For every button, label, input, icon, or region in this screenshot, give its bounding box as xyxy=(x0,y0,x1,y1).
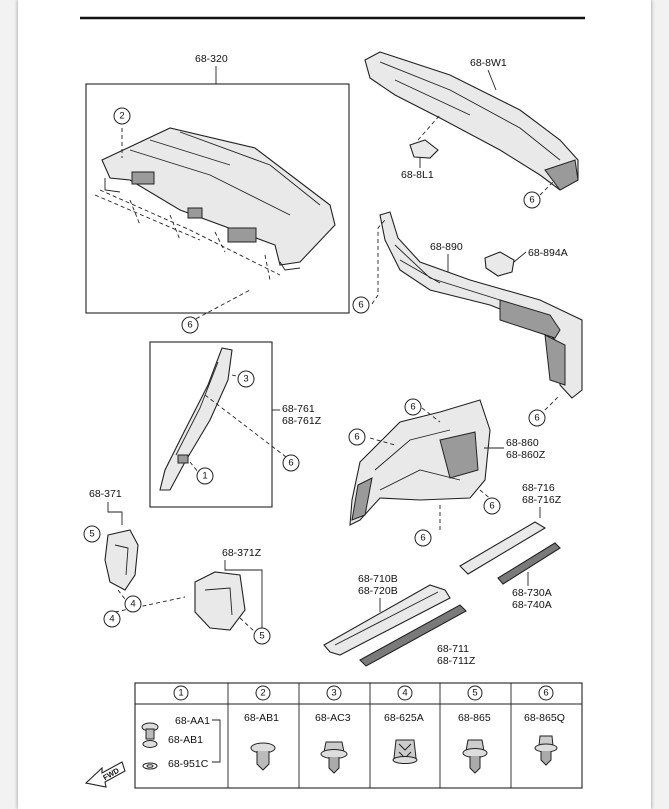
callout-1-pillar[interactable]: 1 xyxy=(196,467,214,485)
fastener-68-AB1-col1[interactable]: 68-AB1 xyxy=(168,734,203,746)
fastener-table xyxy=(134,682,583,789)
table-header-5: 5 xyxy=(467,685,483,701)
callout-6-end-trim-left[interactable]: 6 xyxy=(352,296,370,314)
trunk-end-trim-part[interactable] xyxy=(379,211,583,399)
table-header-1: 1 xyxy=(173,685,189,701)
svg-text:6: 6 xyxy=(410,402,415,413)
pillar-trim-box xyxy=(149,341,273,508)
callout-6-end-trim-right[interactable]: 6 xyxy=(528,409,546,427)
label-68-711[interactable]: 68-711 xyxy=(437,643,469,655)
svg-text:5: 5 xyxy=(472,688,477,699)
label-68-711Z[interactable]: 68-711Z xyxy=(437,655,476,667)
callout-6-side-trim-right[interactable]: 6 xyxy=(483,497,501,515)
fastener-68-AC3[interactable]: 68-AC3 xyxy=(315,712,351,724)
parts-diagram: 68-320 68-8W1 68-8L1 68-890 68-894A xyxy=(80,16,585,789)
label-68-8W1[interactable]: 68-8W1 xyxy=(470,57,507,69)
trunk-trim-clip-part[interactable] xyxy=(484,251,515,277)
parts-diagram-sheet: 68-320 68-8W1 68-8L1 68-890 68-894A xyxy=(18,0,651,809)
callout-5-left-trim[interactable]: 5 xyxy=(83,525,101,543)
svg-text:5: 5 xyxy=(259,631,264,642)
svg-text:6: 6 xyxy=(354,432,359,443)
label-68-860Z[interactable]: 68-860Z xyxy=(506,449,546,461)
label-68-761Z[interactable]: 68-761Z xyxy=(282,415,322,427)
svg-text:1: 1 xyxy=(202,471,207,482)
label-68-371Z[interactable]: 68-371Z xyxy=(222,547,262,559)
svg-text:3: 3 xyxy=(243,374,248,385)
svg-text:4: 4 xyxy=(130,599,135,610)
fastener-68-AA1[interactable]: 68-AA1 xyxy=(175,715,210,727)
callout-6-side-trim-bottom[interactable]: 6 xyxy=(414,529,432,547)
svg-text:2: 2 xyxy=(119,111,124,122)
trunk-sill-part[interactable] xyxy=(459,521,547,575)
svg-text:6: 6 xyxy=(534,413,539,424)
label-68-860[interactable]: 68-860 xyxy=(506,437,539,449)
sill-strip-part[interactable] xyxy=(497,542,561,585)
label-68-710B[interactable]: 68-710B xyxy=(358,573,398,585)
svg-text:4: 4 xyxy=(402,688,407,699)
clip-icon-col1 xyxy=(141,722,159,770)
callout-4-lower[interactable]: 4 xyxy=(103,610,121,628)
label-68-371[interactable]: 68-371 xyxy=(89,488,122,500)
callout-6-side-trim-top[interactable]: 6 xyxy=(404,398,422,416)
svg-text:4: 4 xyxy=(109,614,114,625)
callout-6-side-trim-left[interactable]: 6 xyxy=(348,428,366,446)
label-68-894A[interactable]: 68-894A xyxy=(528,247,568,259)
scuff-strip-part[interactable] xyxy=(359,604,467,667)
clip-icon-col3 xyxy=(320,741,348,774)
fastener-68-AB1[interactable]: 68-AB1 xyxy=(244,712,279,724)
label-68-8L1[interactable]: 68-8L1 xyxy=(401,169,434,181)
label-68-720B[interactable]: 68-720B xyxy=(358,585,398,597)
label-68-730A[interactable]: 68-730A xyxy=(512,587,552,599)
label-68-716[interactable]: 68-716 xyxy=(522,482,555,494)
svg-text:3: 3 xyxy=(331,688,336,699)
clip-icon-col6 xyxy=(534,735,558,766)
callout-6-tray[interactable]: 6 xyxy=(181,316,199,334)
fastener-68-951C[interactable]: 68-951C xyxy=(168,758,209,770)
fastener-68-865Q[interactable]: 68-865Q xyxy=(524,712,565,724)
clip-icon-col2 xyxy=(250,742,276,771)
label-68-740A[interactable]: 68-740A xyxy=(512,599,552,611)
label-68-716Z[interactable]: 68-716Z xyxy=(522,494,562,506)
package-tray-box xyxy=(85,83,350,314)
svg-text:6: 6 xyxy=(529,195,534,206)
fastener-68-865[interactable]: 68-865 xyxy=(458,712,491,724)
callout-5-right-trim[interactable]: 5 xyxy=(253,627,271,645)
fastener-68-625A[interactable]: 68-625A xyxy=(384,712,424,724)
callout-2-tray[interactable]: 2 xyxy=(113,107,131,125)
label-68-320[interactable]: 68-320 xyxy=(195,53,228,65)
table-header-6: 6 xyxy=(538,685,554,701)
svg-text:6: 6 xyxy=(489,501,494,512)
trunk-lid-handle-part[interactable] xyxy=(409,139,439,159)
callout-4-left-trim[interactable]: 4 xyxy=(124,595,142,613)
trunk-side-trim-part[interactable] xyxy=(349,399,491,526)
fwd-arrow-icon: FWD xyxy=(84,761,126,788)
pillar-trim-part[interactable] xyxy=(159,347,233,491)
svg-text:5: 5 xyxy=(89,529,94,540)
svg-text:1: 1 xyxy=(178,688,183,699)
svg-text:6: 6 xyxy=(420,533,425,544)
svg-text:6: 6 xyxy=(288,458,293,469)
label-68-890[interactable]: 68-890 xyxy=(430,241,463,253)
front-side-trim-right-part[interactable] xyxy=(194,571,246,631)
table-header-2: 2 xyxy=(255,685,271,701)
svg-text:6: 6 xyxy=(187,320,192,331)
svg-text:6: 6 xyxy=(358,300,363,311)
table-header-3: 3 xyxy=(326,685,342,701)
svg-text:2: 2 xyxy=(260,688,265,699)
label-68-761[interactable]: 68-761 xyxy=(282,403,315,415)
table-header-4: 4 xyxy=(397,685,413,701)
callout-6-pillar[interactable]: 6 xyxy=(282,454,300,472)
callout-6-trunk-lid[interactable]: 6 xyxy=(523,191,541,209)
package-tray-part[interactable] xyxy=(101,127,336,271)
front-side-trim-left-part[interactable] xyxy=(104,529,139,591)
trunk-lid-trim-part[interactable] xyxy=(364,51,579,191)
callout-3-pillar[interactable]: 3 xyxy=(237,370,255,388)
scuff-plate-part[interactable] xyxy=(323,584,451,656)
clip-icon-col4 xyxy=(392,739,418,764)
clip-icon-col5 xyxy=(462,739,488,774)
svg-text:6: 6 xyxy=(543,688,548,699)
